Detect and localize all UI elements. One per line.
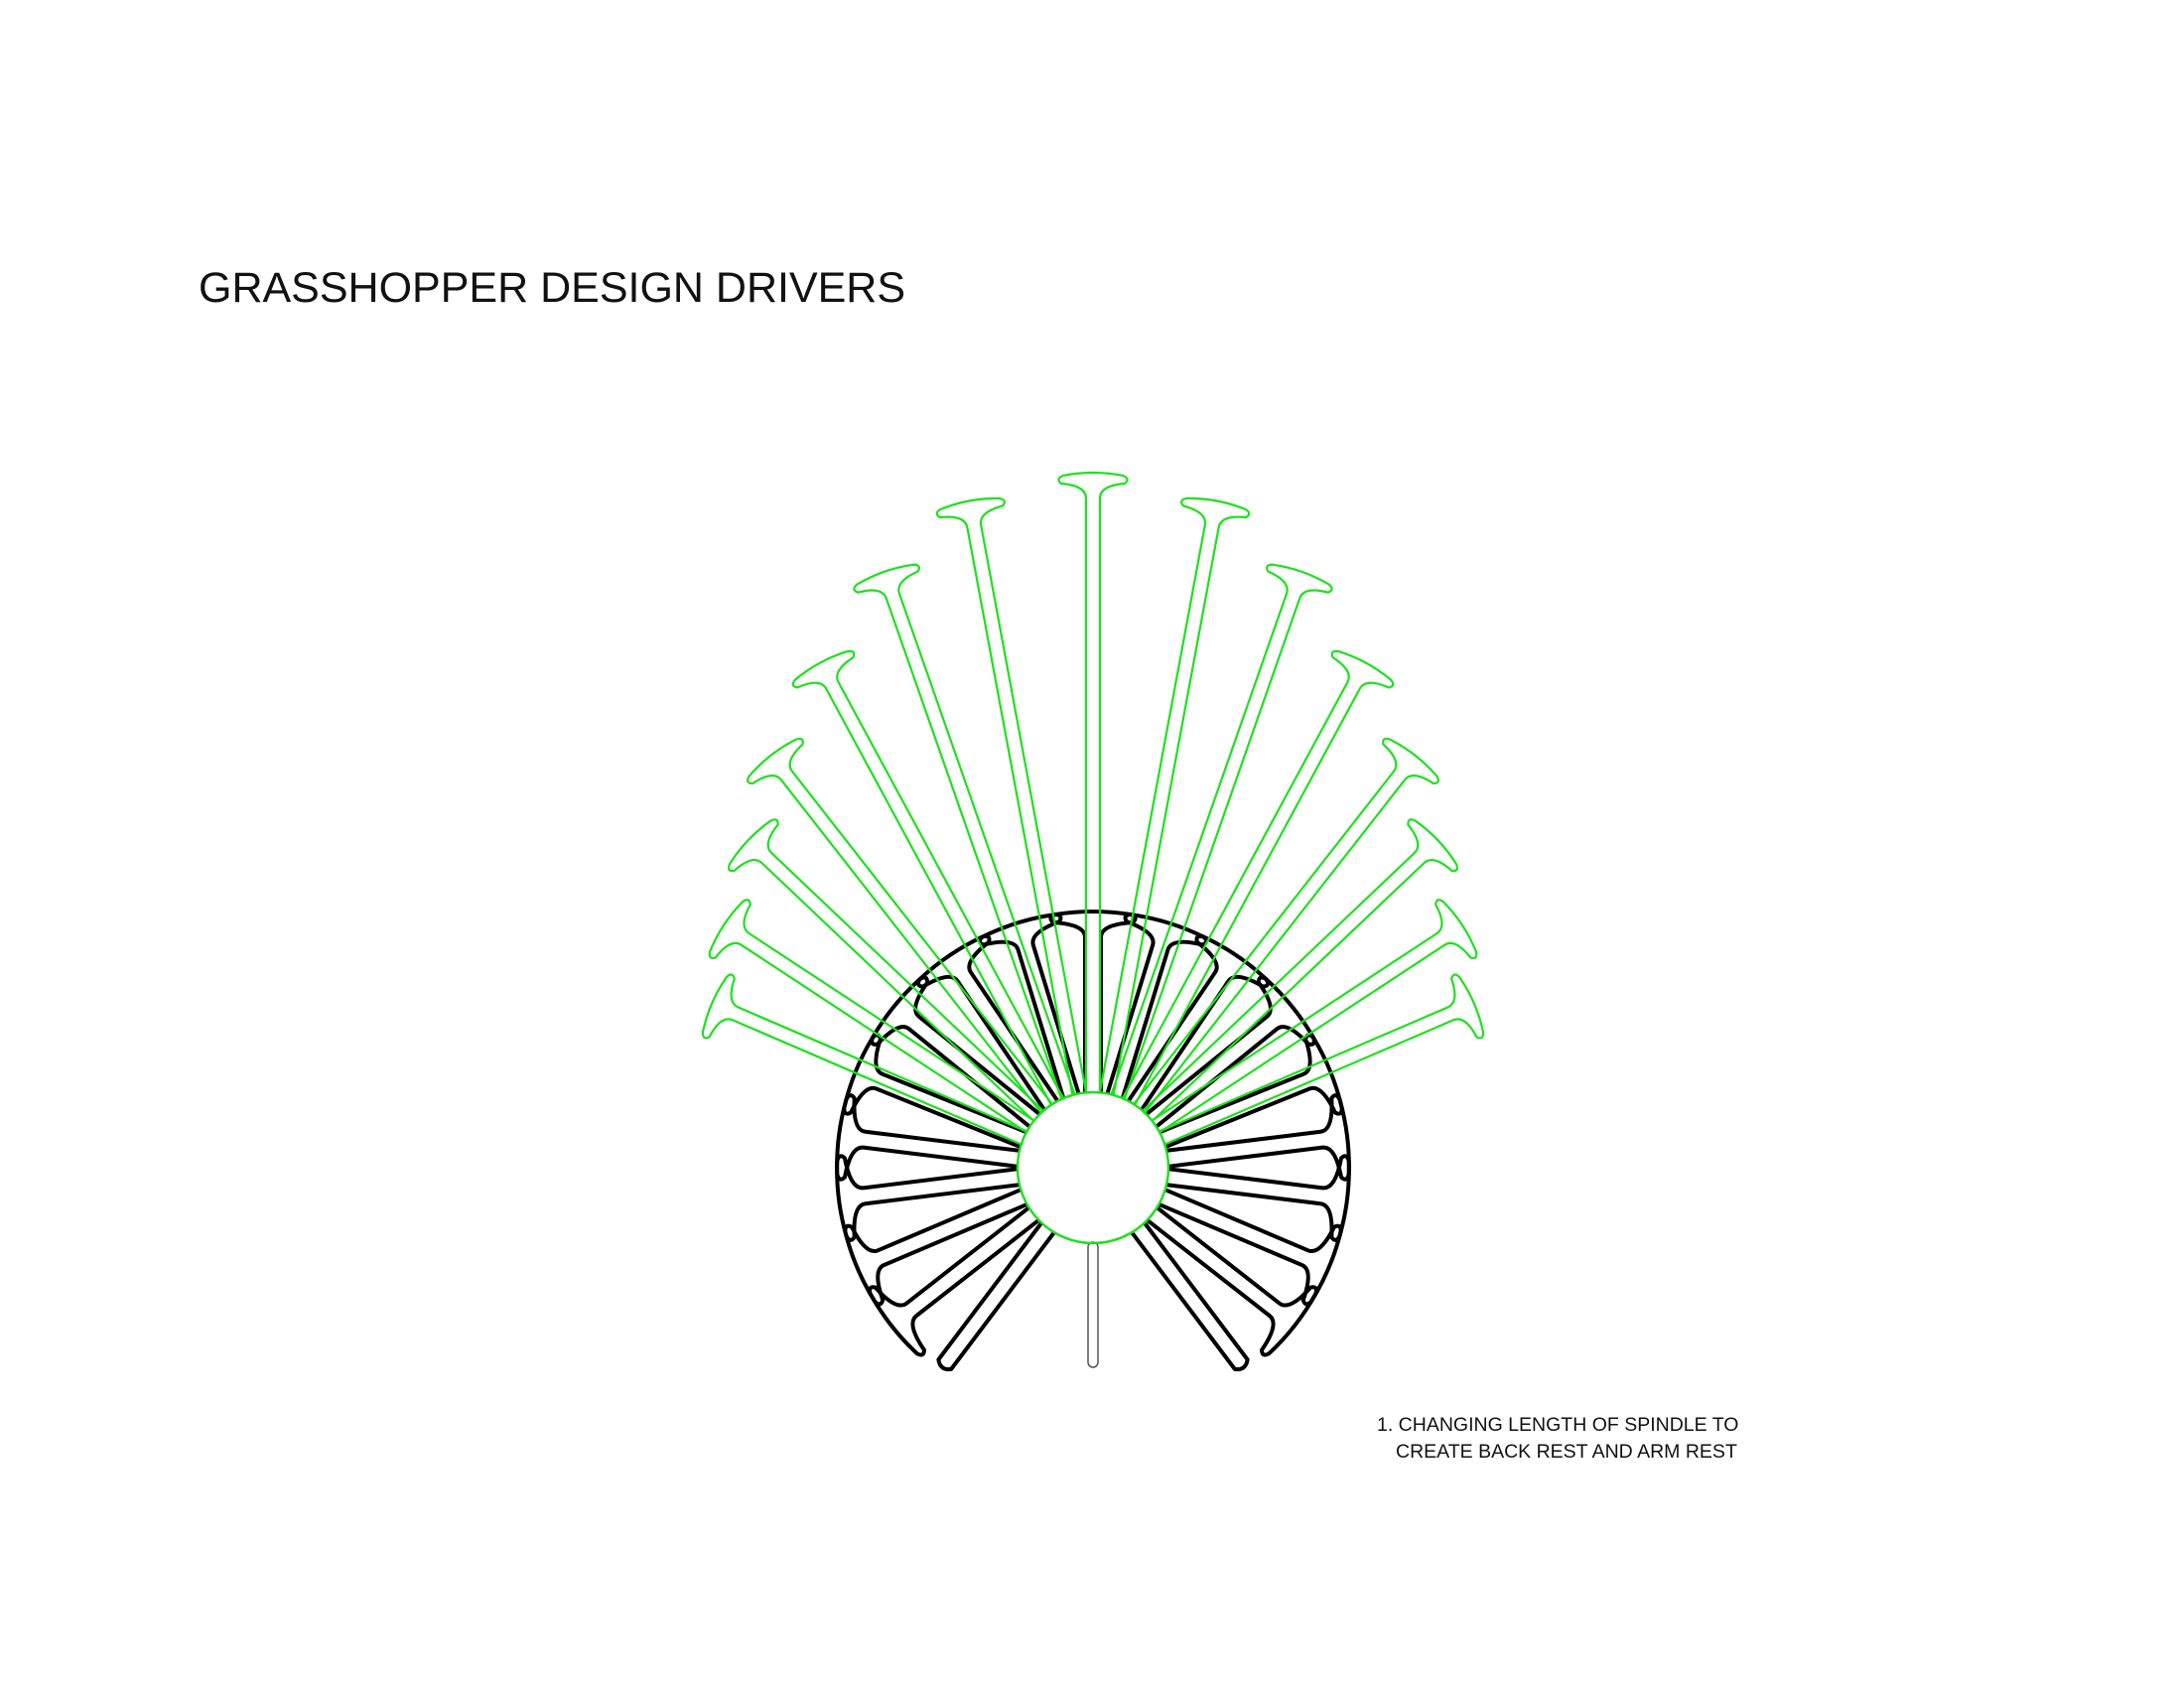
center-hub xyxy=(1016,1090,1170,1245)
extended-spindle xyxy=(747,737,1053,1114)
base-spindle-leg xyxy=(936,1221,1056,1372)
base-spindle xyxy=(868,1205,1040,1357)
base-spindle xyxy=(1105,913,1209,1099)
base-spindle xyxy=(1146,1205,1318,1357)
extended-spindle xyxy=(727,818,1044,1122)
extended-spindle xyxy=(1122,649,1395,1105)
caption-line-1: 1. CHANGING LENGTH OF SPINDLE TO xyxy=(1377,1414,1739,1436)
center-stem xyxy=(1087,1241,1099,1368)
base-spindle xyxy=(1166,1154,1351,1242)
base-spindle xyxy=(835,1154,1020,1242)
base-spindle xyxy=(1048,910,1138,1092)
extended-spindle xyxy=(1110,563,1333,1099)
page-title: GRASSHOPPER DESIGN DRIVERS xyxy=(199,264,906,312)
extended-spindle xyxy=(701,973,1027,1146)
extended-spindle xyxy=(791,649,1064,1105)
base-spindles xyxy=(835,910,1351,1372)
caption-line-2: CREATE BACK REST AND ARM REST xyxy=(1396,1441,1737,1463)
extended-spindle xyxy=(1133,737,1439,1114)
base-spindle xyxy=(1159,1188,1343,1307)
extended-spindles xyxy=(701,471,1485,1146)
extended-spindle xyxy=(853,563,1076,1099)
extended-spindle xyxy=(1057,471,1129,1092)
extended-spindle xyxy=(1152,899,1478,1134)
base-spindle xyxy=(977,913,1081,1099)
extended-spindle xyxy=(1159,973,1485,1146)
caption: 1. CHANGING LENGTH OF SPINDLE TO CREATE … xyxy=(1377,1412,1738,1466)
extended-spindle xyxy=(935,496,1088,1095)
base-spindle-leg xyxy=(1130,1221,1250,1372)
extended-spindle xyxy=(1142,818,1459,1122)
extended-spindle xyxy=(708,899,1034,1134)
extended-spindle xyxy=(1098,496,1251,1095)
base-spindle xyxy=(843,1188,1027,1307)
